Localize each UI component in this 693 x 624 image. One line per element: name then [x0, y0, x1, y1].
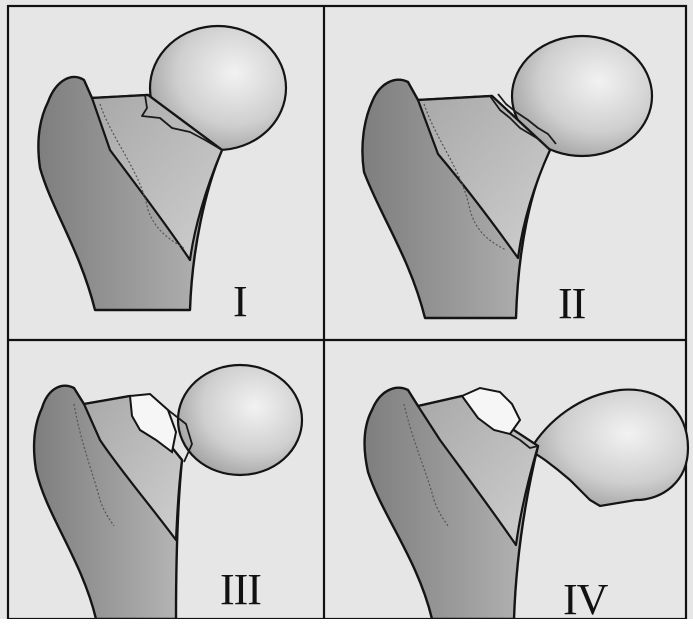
panel-label-iii: III [220, 565, 261, 614]
panel-label-iv: IV [563, 575, 609, 619]
panel-label-i: I [233, 277, 247, 326]
femoral-head [178, 365, 302, 475]
panel-label-ii: II [558, 279, 586, 328]
